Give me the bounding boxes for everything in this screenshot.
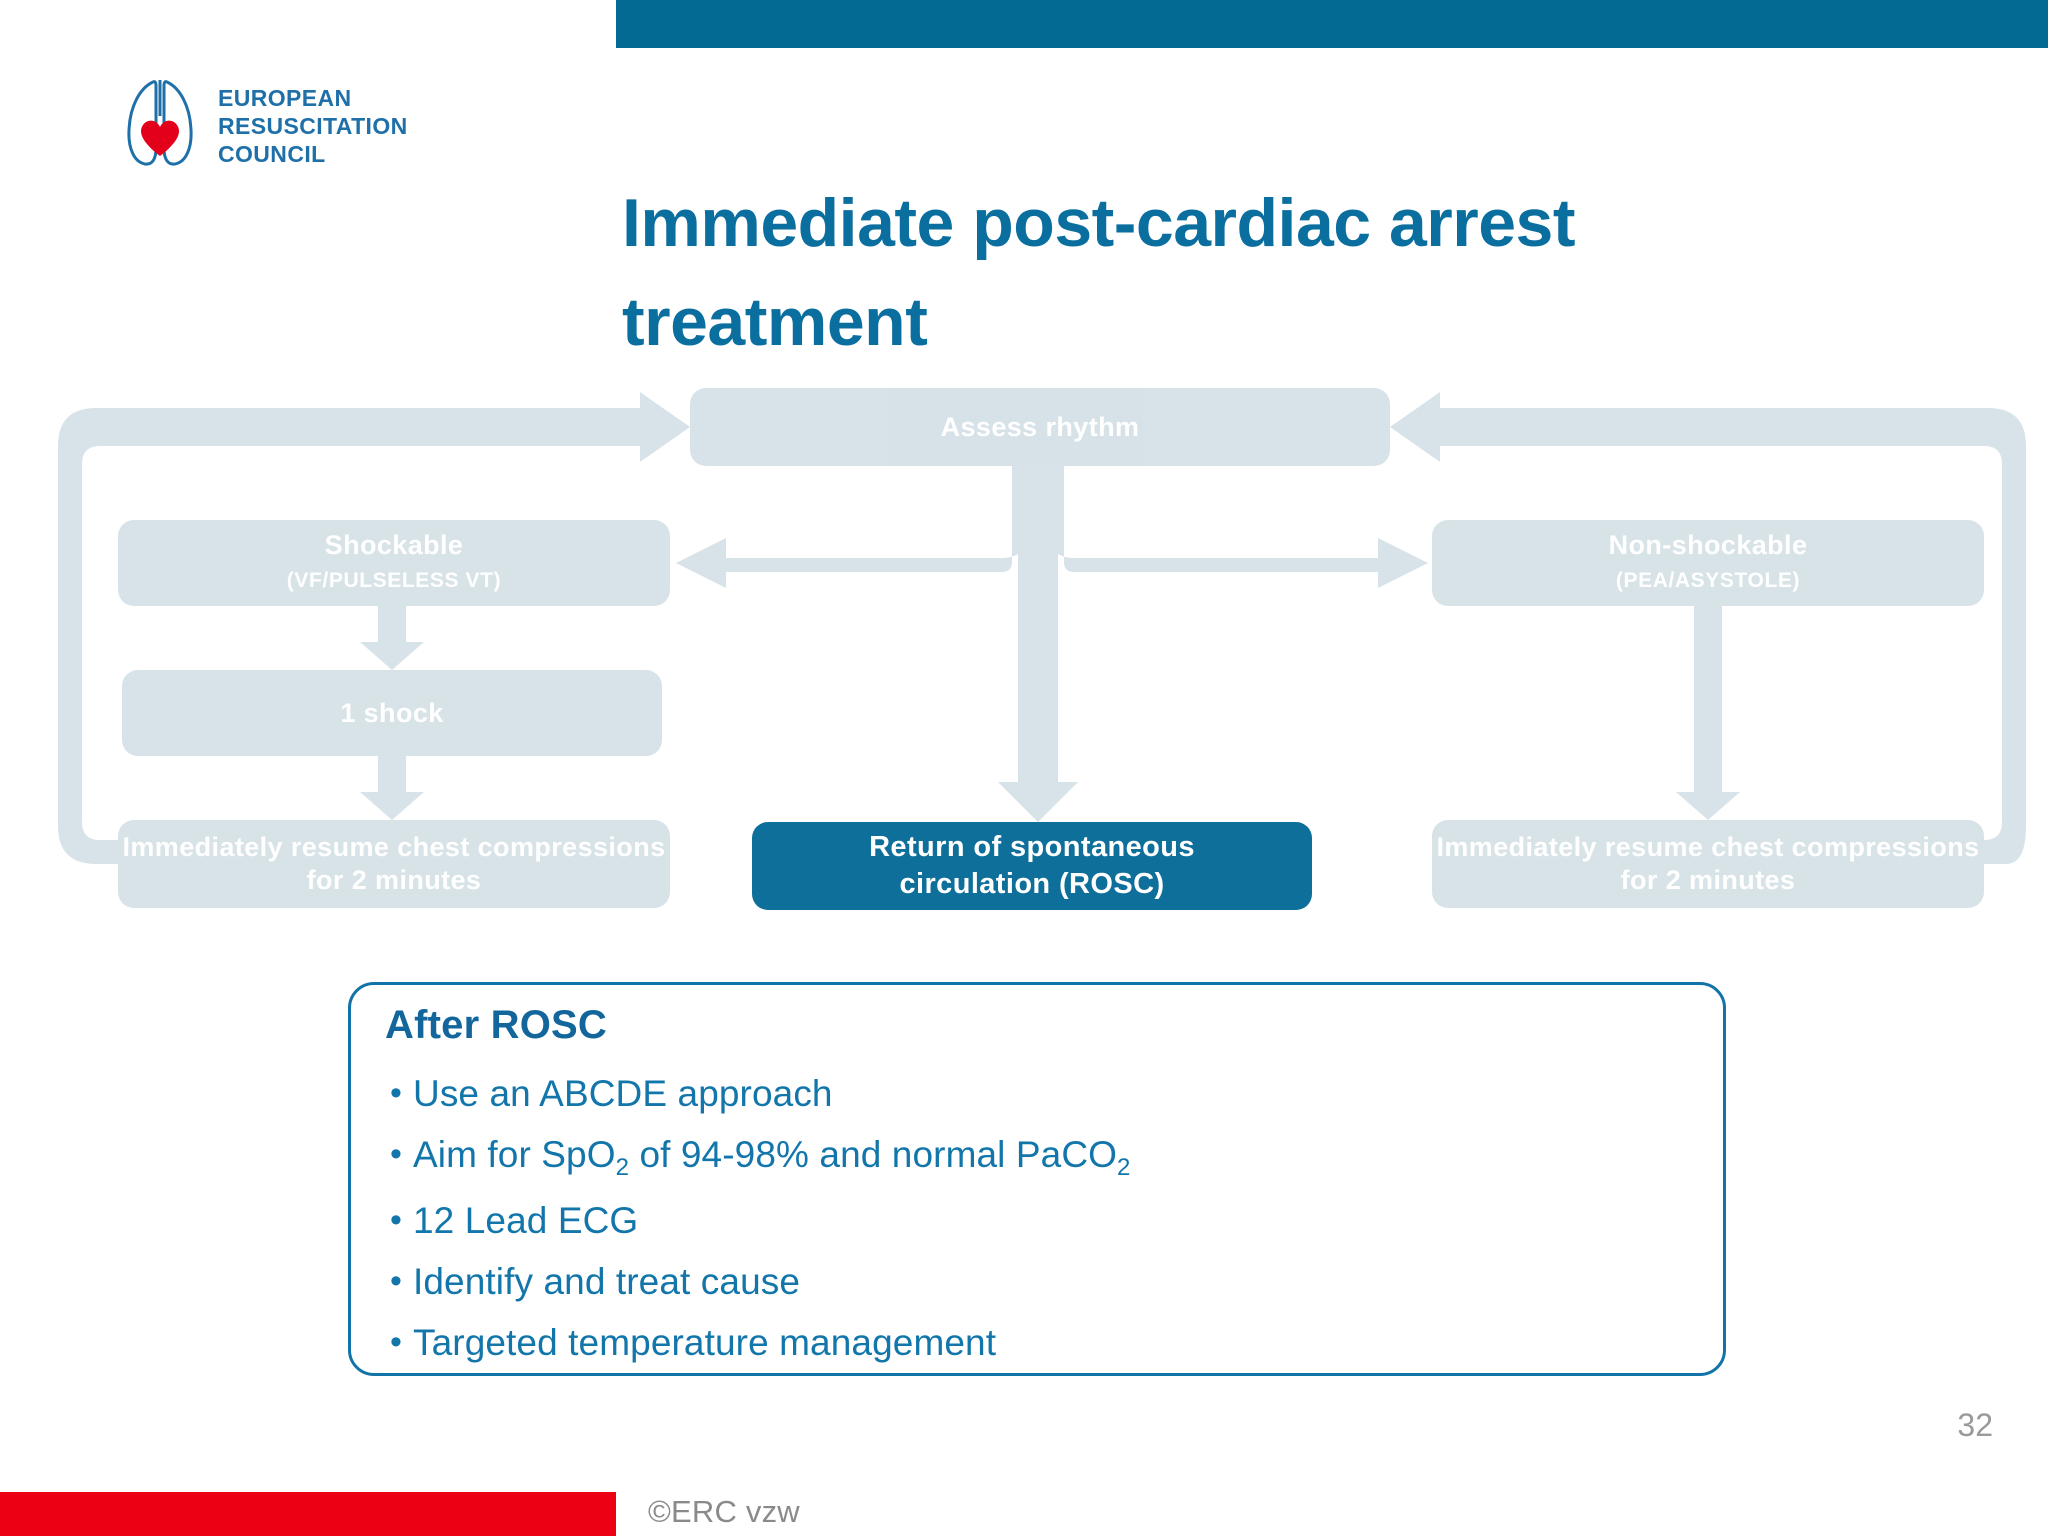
bullet-icon: •	[389, 1262, 402, 1300]
erc-logo-wordmark: EUROPEAN RESUSCITATION COUNCIL	[218, 84, 408, 168]
node-rosc-label-line1: Return of spontaneous	[869, 831, 1195, 863]
list-item-label: Targeted temperature management	[413, 1322, 997, 1363]
bullet-icon: •	[389, 1201, 402, 1239]
after-rosc-panel: After ROSC • Use an ABCDE approach • Aim…	[348, 982, 1726, 1376]
after-rosc-bullet-list: • Use an ABCDE approach • Aim for SpO2 o…	[379, 1063, 1703, 1373]
node-shockable-sublabel: (VF/PULSELESS VT)	[286, 569, 502, 592]
paco2-text: of 94-98% and normal PaCO	[629, 1134, 1118, 1175]
algorithm-flow-diagram: Assess rhythm Shockable (VF/PULSELESS VT…	[0, 370, 2048, 930]
bullet-icon: •	[389, 1074, 402, 1112]
node-resume-cpr-right[interactable]: Immediately resume chest compressions fo…	[1432, 820, 1984, 908]
list-item-label: Identify and treat cause	[413, 1261, 801, 1302]
paco2-subscript: 2	[1117, 1154, 1131, 1181]
node-assess-rhythm-label: Assess rhythm	[940, 411, 1140, 442]
node-one-shock-label: 1 shock	[340, 697, 444, 728]
copyright-notice: ©ERC vzw	[648, 1494, 800, 1529]
node-non-shockable[interactable]: Non-shockable (PEA/ASYSTOLE)	[1432, 520, 1984, 606]
list-item: • Identify and treat cause	[379, 1251, 1703, 1312]
node-assess-rhythm[interactable]: Assess rhythm	[690, 388, 1390, 466]
node-non-shockable-label: Non-shockable	[1608, 530, 1808, 560]
list-item: • Use an ABCDE approach	[379, 1063, 1703, 1124]
bullet-icon: •	[389, 1135, 402, 1173]
list-item: • 12 Lead ECG	[379, 1190, 1703, 1251]
node-one-shock[interactable]: 1 shock	[122, 670, 662, 756]
list-item: • Aim for SpO2 of 94-98% and normal PaCO…	[379, 1124, 1703, 1190]
node-resume-cpr-right-label: Immediately resume chest compressions fo…	[1436, 832, 1980, 895]
node-shockable-label: Shockable	[324, 530, 464, 560]
node-resume-cpr-left[interactable]: Immediately resume chest compressions fo…	[118, 820, 670, 908]
node-non-shockable-sublabel: (PEA/ASYSTOLE)	[1615, 569, 1801, 592]
logo-line-1: EUROPEAN	[218, 85, 352, 111]
spo2-text: Aim for SpO	[413, 1134, 616, 1175]
page-number: 32	[1957, 1407, 1993, 1443]
list-item-label: Use an ABCDE approach	[413, 1073, 833, 1114]
spo2-subscript: 2	[615, 1154, 630, 1181]
node-rosc[interactable]: Return of spontaneous circulation (ROSC)	[752, 822, 1312, 910]
page-title: Immediate post-cardiac arrest treatment	[622, 184, 1576, 360]
list-item: • Targeted temperature management	[379, 1312, 1703, 1373]
after-rosc-heading: After ROSC	[385, 1003, 608, 1047]
erc-logo: EUROPEAN RESUSCITATION COUNCIL	[112, 72, 432, 182]
logo-line-3: COUNCIL	[218, 141, 326, 167]
list-item-label: Aim for SpO2 of 94-98% and normal PaCO2	[413, 1124, 1131, 1190]
header-accent-bar	[616, 0, 2048, 48]
node-rosc-label-line2: circulation (ROSC)	[899, 868, 1165, 900]
flow-connectors	[58, 392, 2026, 864]
list-item-label: 12 Lead ECG	[413, 1200, 639, 1241]
node-shockable[interactable]: Shockable (VF/PULSELESS VT)	[118, 520, 670, 606]
footer-accent-bar	[0, 1492, 616, 1536]
node-resume-cpr-left-label: Immediately resume chest compressions fo…	[122, 832, 666, 895]
bullet-icon: •	[389, 1323, 402, 1361]
erc-lungs-heart-logo-icon	[127, 80, 193, 166]
logo-line-2: RESUSCITATION	[218, 113, 408, 139]
